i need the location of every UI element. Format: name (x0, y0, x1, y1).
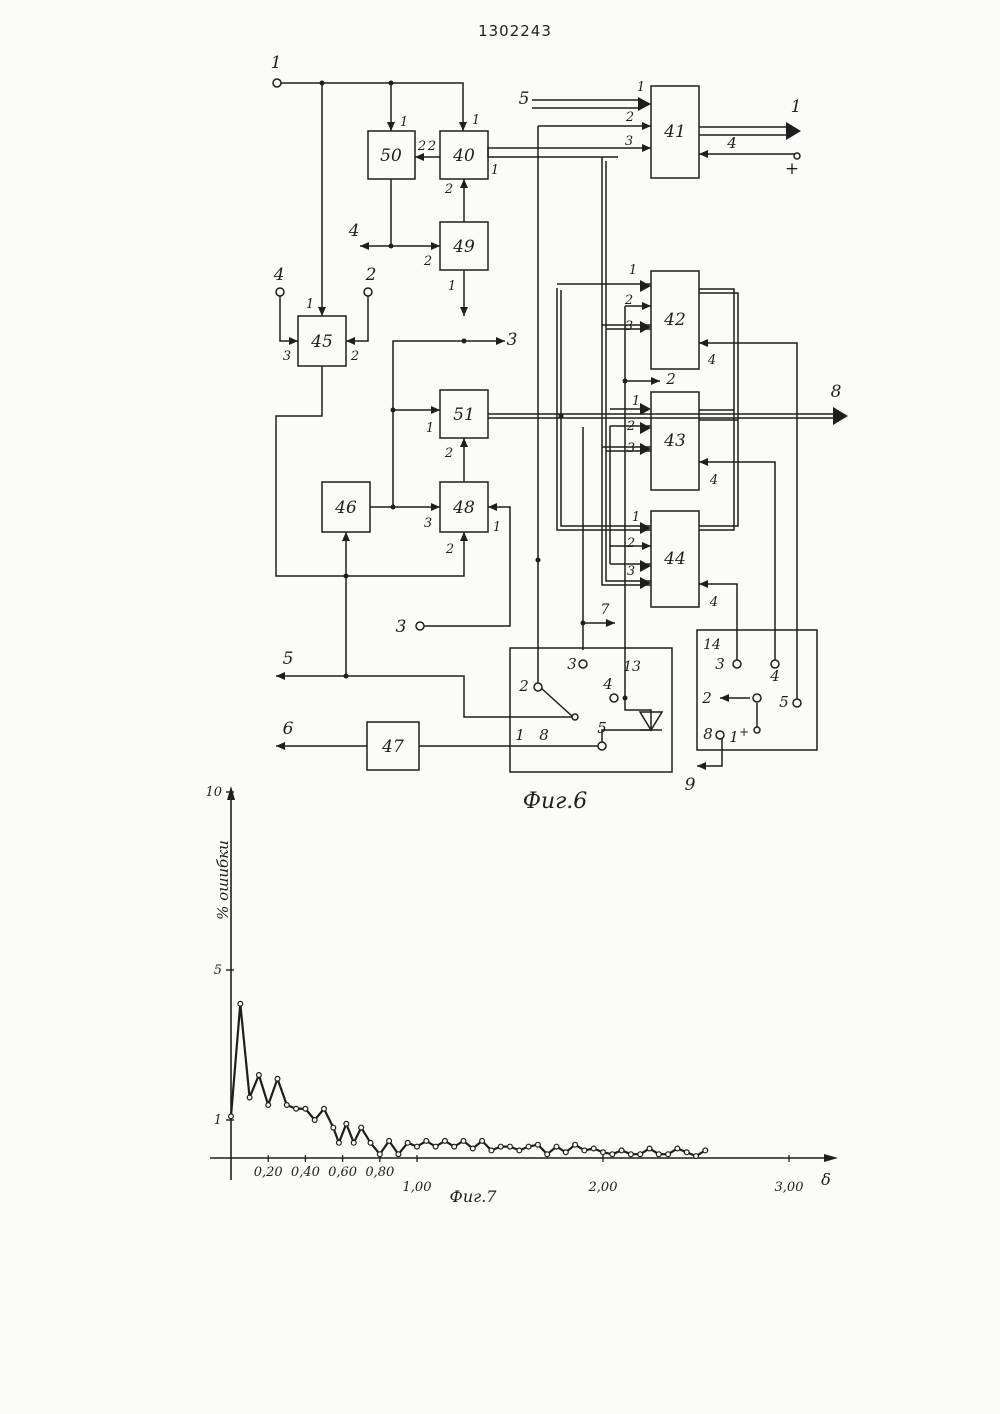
x-tick-label: 3,00 (775, 1180, 804, 1195)
data-point (405, 1140, 410, 1145)
x-tick-label: 0,40 (291, 1165, 320, 1180)
data-point (545, 1152, 550, 1157)
data-point (303, 1106, 308, 1111)
data-point (359, 1125, 364, 1130)
data-point (336, 1140, 341, 1145)
data-point (694, 1154, 699, 1159)
data-point (684, 1150, 689, 1155)
y-tick-label: 5 (214, 963, 222, 978)
data-point (629, 1152, 634, 1157)
figure-7-caption: Фиг.7 (450, 1187, 498, 1206)
data-point (675, 1146, 680, 1151)
data-point (238, 1001, 243, 1006)
data-point (312, 1118, 317, 1123)
data-point (433, 1144, 438, 1149)
y-tick-label: 10 (205, 785, 222, 800)
data-point (443, 1139, 448, 1144)
data-point (351, 1140, 356, 1145)
data-point (284, 1103, 289, 1108)
data-point (480, 1139, 485, 1144)
data-point (461, 1139, 466, 1144)
data-point (424, 1139, 429, 1144)
data-point (656, 1152, 661, 1157)
data-point (344, 1121, 349, 1126)
data-point (526, 1144, 531, 1149)
x-tick-label: 0,20 (254, 1165, 283, 1180)
data-point (563, 1150, 568, 1155)
data-point (591, 1146, 596, 1151)
data-point (322, 1106, 327, 1111)
data-point (573, 1142, 578, 1147)
x-tick-label: 0,80 (365, 1165, 394, 1180)
data-point (452, 1144, 457, 1149)
data-point (415, 1144, 420, 1149)
y-tick-label: 1 (214, 1113, 222, 1128)
data-point (275, 1076, 280, 1081)
data-point (647, 1146, 652, 1151)
x-axis-label: δ (821, 1170, 831, 1189)
data-point (666, 1152, 671, 1157)
data-point (536, 1142, 541, 1147)
data-point (638, 1152, 643, 1157)
data-point (331, 1125, 336, 1130)
data-point (703, 1148, 708, 1153)
data-point (508, 1144, 513, 1149)
data-point (582, 1148, 587, 1153)
data-point (229, 1114, 234, 1119)
data-point (619, 1148, 624, 1153)
data-point (387, 1139, 392, 1144)
data-point (396, 1152, 401, 1157)
data-point (294, 1106, 299, 1111)
series-line (231, 1004, 705, 1156)
data-point (470, 1146, 475, 1151)
data-point (257, 1073, 262, 1078)
x-tick-label: 0,60 (328, 1165, 357, 1180)
data-point (377, 1152, 382, 1157)
data-point (517, 1148, 522, 1153)
data-point (610, 1152, 615, 1157)
x-tick-label: 2,00 (588, 1180, 618, 1195)
x-tick-label: 1,00 (403, 1180, 432, 1195)
data-point (247, 1095, 252, 1100)
data-point (489, 1148, 494, 1153)
data-point (601, 1150, 606, 1155)
data-point (266, 1103, 271, 1108)
data-point (368, 1140, 373, 1145)
data-point (554, 1144, 559, 1149)
y-axis-label: % ошибки (214, 840, 232, 920)
data-point (498, 1144, 503, 1149)
